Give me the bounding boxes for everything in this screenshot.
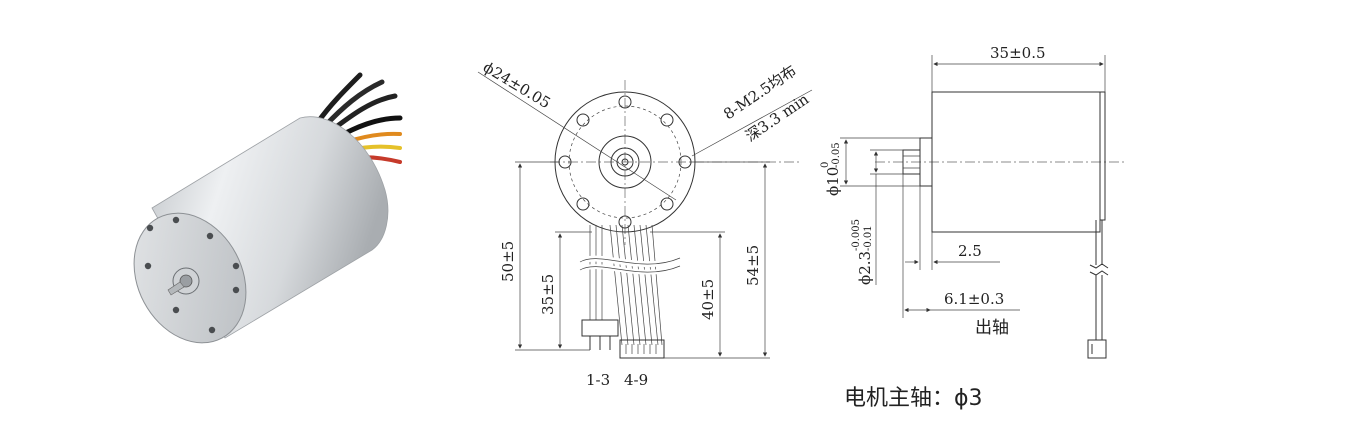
connector-label-4-9: 4-9 bbox=[624, 371, 648, 389]
svg-text:ϕ2.3: ϕ2.3 bbox=[856, 251, 874, 285]
side-view-drawing: 35±0.5 ϕ10 0 -0.05 ϕ2.3 -0.005 -0.01 2.5… bbox=[820, 44, 1125, 359]
dim-shaft-diameter: ϕ2.3 -0.005 -0.01 bbox=[851, 219, 874, 285]
svg-text:ϕ10: ϕ10 bbox=[824, 167, 842, 196]
side-lead-wire bbox=[1087, 220, 1109, 359]
dim-height-50: 50±5 bbox=[499, 241, 517, 282]
dim-length: 35±0.5 bbox=[990, 44, 1046, 62]
motor-face-holes bbox=[144, 216, 240, 334]
dim-shaft-length: 6.1±0.3 bbox=[944, 290, 1004, 308]
label-shaft-out: 出轴 bbox=[975, 318, 1009, 338]
connector-4-9 bbox=[619, 339, 665, 359]
connector-1-3 bbox=[581, 319, 619, 350]
dim-flange-diameter: ϕ24±0.05 bbox=[480, 58, 554, 112]
ribbon-cables bbox=[578, 224, 682, 346]
front-view-drawing: ϕ24±0.05 8-M2.5均布 深3.3 min bbox=[477, 58, 812, 389]
dim-boss-diameter: ϕ10 0 -0.05 bbox=[820, 142, 842, 196]
svg-text:-0.05: -0.05 bbox=[831, 142, 842, 168]
svg-text:-0.01: -0.01 bbox=[863, 225, 874, 251]
connector-label-1-3: 1-3 bbox=[586, 371, 610, 389]
side-shaft bbox=[902, 149, 921, 175]
dim-height-35: 35±5 bbox=[539, 274, 557, 315]
svg-text:0: 0 bbox=[820, 162, 831, 168]
motor-shaft bbox=[167, 281, 185, 296]
dim-height-40: 40±5 bbox=[699, 279, 717, 320]
svg-text:-0.005: -0.005 bbox=[851, 219, 862, 251]
motor-photo bbox=[133, 72, 403, 344]
caption-main-shaft: 电机主轴：ϕ3 bbox=[844, 386, 983, 411]
dim-boss-length: 2.5 bbox=[958, 242, 982, 260]
dim-height-54: 54±5 bbox=[744, 245, 762, 286]
